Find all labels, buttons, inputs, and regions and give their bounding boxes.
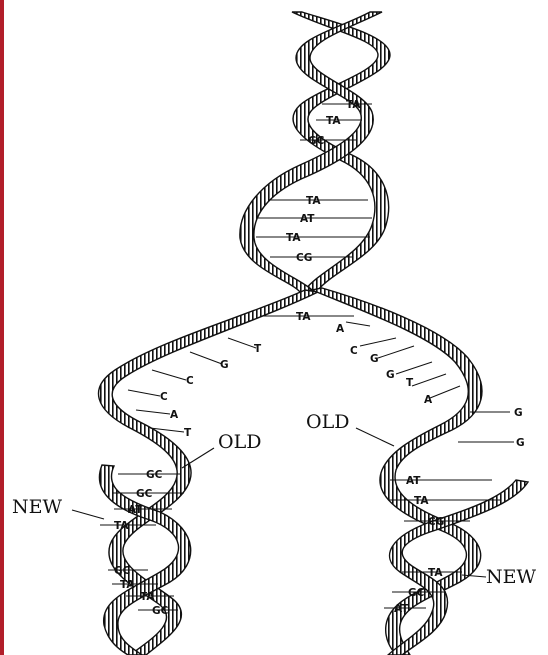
bp-parent-3: TA [306, 195, 321, 207]
bp-right-single-4: T [406, 377, 414, 389]
bp-parent-6: CG [296, 252, 312, 264]
right-old-strand [312, 288, 482, 655]
bp-left-single-3: C [160, 391, 168, 403]
bp-left-daughter-6: TA [140, 591, 155, 603]
bp-right-single-1: C [350, 345, 358, 357]
bp-right-daughter-2: CG [428, 516, 444, 528]
bp-left-daughter-5: TA [120, 579, 135, 591]
bp-parent-5: TA [286, 232, 301, 244]
label-old-left: OLD [218, 431, 261, 453]
bp-left-single-1: G [220, 359, 229, 371]
bp-left-single-5: T [184, 427, 192, 439]
bp-left-daughter-2: AT [128, 504, 143, 516]
bp-left-daughter-7: GC [152, 605, 169, 617]
bp-parent-7: TA [296, 311, 311, 323]
left-fork-single-labels: T G C C A T [160, 343, 262, 439]
bp-right-daughter-4: GC [408, 587, 425, 599]
right-fork-strand [312, 288, 528, 655]
bp-parent-4: AT [300, 213, 315, 225]
new-left-leader [72, 510, 104, 519]
bp-left-daughter-1: GC [136, 488, 153, 500]
bp-left-daughter-0: GC [146, 469, 163, 481]
bp-right-single-6: G [514, 407, 523, 419]
bp-right-single-0: A [336, 323, 345, 335]
bp-right-daughter-3: TA [428, 567, 443, 579]
bp-right-daughter-1: TA [414, 495, 429, 507]
bp-right-single-3: G [386, 369, 395, 381]
bp-right-single-2: G [370, 353, 379, 365]
bp-parent-2: GC [308, 135, 325, 147]
bp-left-daughter-3: TA [114, 520, 129, 532]
bp-right-daughter-5: AT [394, 603, 409, 615]
bp-left-daughter-4: GC [114, 565, 131, 577]
label-new-left: NEW [12, 496, 62, 518]
old-right-leader [356, 428, 394, 446]
left-border-bar [0, 0, 4, 655]
parent-helix [240, 12, 390, 292]
left-fork-strand [99, 290, 318, 655]
label-old-right: OLD [306, 411, 349, 433]
bp-parent-1: TA [326, 115, 341, 127]
bp-left-single-2: C [186, 375, 194, 387]
label-new-right: NEW [486, 566, 536, 588]
bp-parent-0: TA [346, 99, 361, 111]
bp-right-daughter-0: AT [406, 475, 421, 487]
bp-left-single-4: A [170, 409, 179, 421]
bp-left-single-0: T [254, 343, 262, 355]
bp-right-single-7: G [516, 437, 525, 449]
bp-right-single-5: A [424, 394, 433, 406]
